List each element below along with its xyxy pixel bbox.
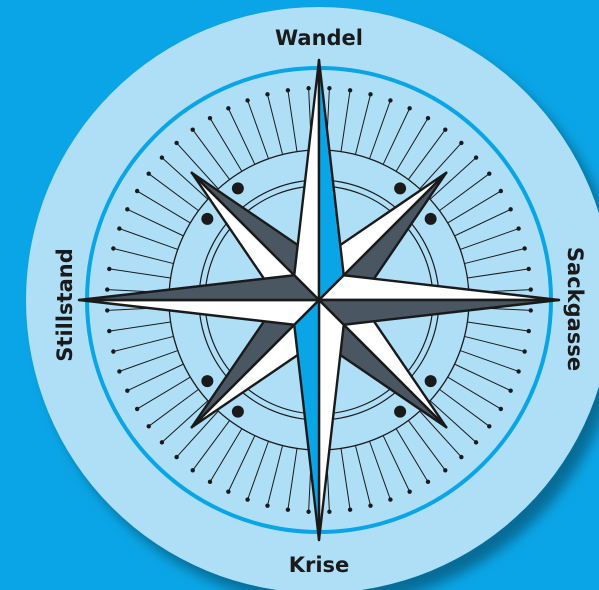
- label-south: Krise: [289, 553, 350, 577]
- label-east: Sackgasse: [563, 247, 587, 371]
- marker-dot: [232, 182, 244, 194]
- tick-dot: [388, 98, 392, 102]
- tick-dot: [348, 88, 352, 92]
- tick-dot: [426, 116, 430, 120]
- tick-dot: [459, 455, 463, 459]
- label-west: Stillstand: [53, 248, 77, 361]
- tick-dot: [459, 141, 463, 145]
- tick-dot: [245, 497, 249, 501]
- tick-dot: [522, 246, 526, 250]
- tick-dot: [286, 88, 290, 92]
- tick-dot: [147, 424, 151, 428]
- tick-dot: [147, 172, 151, 176]
- marker-dot: [201, 375, 213, 387]
- tick-dot: [117, 369, 121, 373]
- tick-dot: [191, 468, 195, 472]
- tick-dot: [516, 369, 520, 373]
- tick-dot: [487, 172, 491, 176]
- marker-dot: [394, 182, 406, 194]
- tick-dot: [245, 98, 249, 102]
- tick-dot: [265, 503, 269, 507]
- tick-dot: [327, 510, 331, 514]
- tick-dot: [327, 86, 331, 90]
- tick-dot: [388, 497, 392, 501]
- tick-dot: [407, 106, 411, 110]
- tick-dot: [111, 349, 115, 353]
- tick-dot: [426, 480, 430, 484]
- tick-dot: [111, 246, 115, 250]
- tick-dot: [407, 489, 411, 493]
- tick-dot: [226, 489, 230, 493]
- tick-dot: [522, 349, 526, 353]
- marker-dot: [425, 375, 437, 387]
- marker-dot: [201, 213, 213, 225]
- tick-dot: [286, 508, 290, 512]
- tick-dot: [105, 287, 109, 291]
- tick-dot: [208, 116, 212, 120]
- tick-dot: [368, 92, 372, 96]
- tick-dot: [191, 128, 195, 132]
- tick-dot: [174, 455, 178, 459]
- tick-dot: [516, 226, 520, 230]
- tick-dot: [265, 92, 269, 96]
- tick-dot: [527, 329, 531, 333]
- tick-dot: [125, 207, 129, 211]
- marker-dot: [232, 406, 244, 418]
- tick-dot: [508, 388, 512, 392]
- tick-dot: [348, 508, 352, 512]
- tick-dot: [487, 424, 491, 428]
- tick-dot: [474, 440, 478, 444]
- tick-dot: [508, 207, 512, 211]
- tick-dot: [529, 308, 533, 312]
- tick-dot: [125, 388, 129, 392]
- tick-dot: [135, 407, 139, 411]
- tick-dot: [226, 106, 230, 110]
- tick-dot: [208, 480, 212, 484]
- tick-dot: [306, 510, 310, 514]
- tick-dot: [368, 503, 372, 507]
- tick-dot: [499, 407, 503, 411]
- tick-dot: [135, 189, 139, 193]
- tick-dot: [474, 155, 478, 159]
- tick-dot: [160, 155, 164, 159]
- tick-dot: [160, 440, 164, 444]
- marker-dot: [425, 213, 437, 225]
- tick-dot: [529, 287, 533, 291]
- tick-dot: [499, 189, 503, 193]
- tick-dot: [117, 226, 121, 230]
- tick-dot: [105, 308, 109, 312]
- marker-dot: [394, 406, 406, 418]
- tick-dot: [107, 267, 111, 271]
- tick-dot: [306, 86, 310, 90]
- tick-dot: [174, 141, 178, 145]
- tick-dot: [527, 267, 531, 271]
- label-north: Wandel: [275, 26, 363, 50]
- tick-dot: [443, 128, 447, 132]
- tick-dot: [443, 468, 447, 472]
- tick-dot: [107, 329, 111, 333]
